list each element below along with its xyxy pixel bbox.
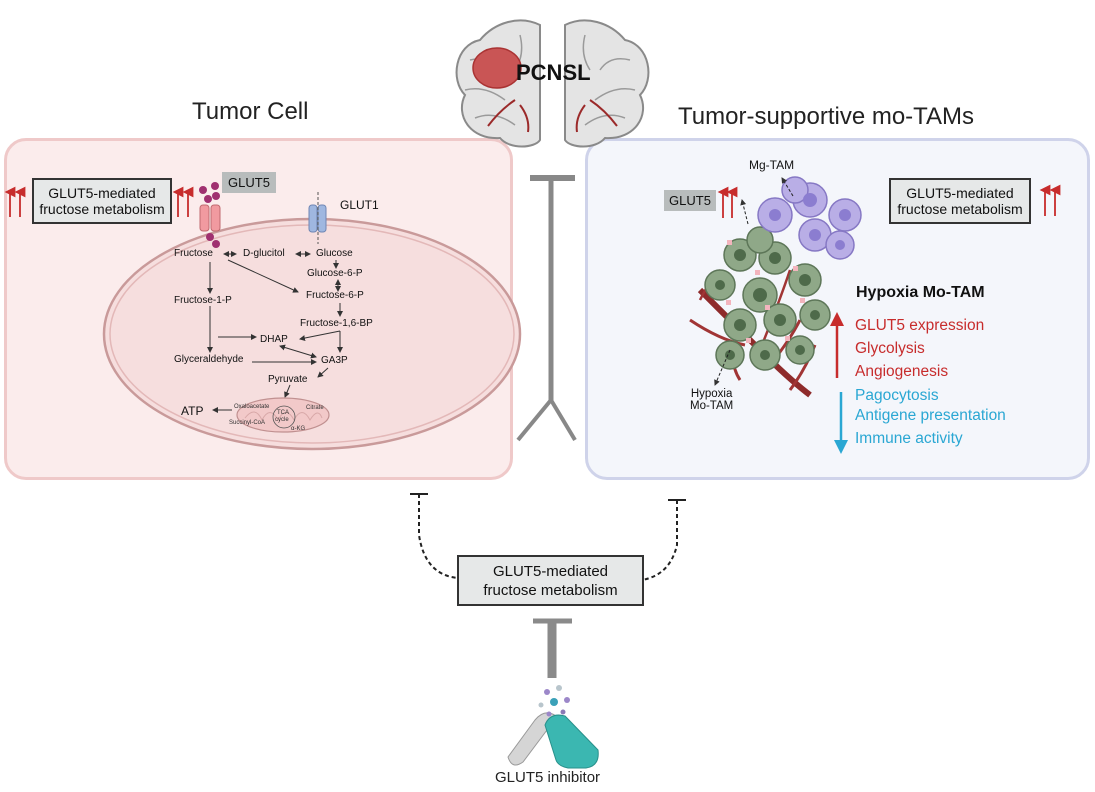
downregulated-effect-1: Pagocytosis: [855, 387, 939, 404]
macrophage-cluster-illustration: [689, 176, 862, 398]
glut1-label: GLUT1: [340, 198, 379, 212]
glut5-inhibitor-label: GLUT5 inhibitor: [495, 769, 601, 786]
pcnsl-label: PCNSL: [516, 60, 591, 85]
metabolite-atp: ATP: [181, 404, 204, 418]
glut1-transporter-icon: [308, 192, 327, 244]
metabolite-glucose: Glucose: [316, 248, 353, 259]
bottom-inhibition-connectors: [410, 493, 686, 581]
metabolite-fructose-1-p: Fructose-1-P: [174, 295, 232, 306]
metabolite-citrate: Citrate: [306, 405, 324, 411]
hypoxia-callout-line2: Mo-TAM: [690, 400, 734, 412]
mitochondrion-icon: [236, 397, 330, 433]
pill-capsule-icon: [507, 685, 599, 769]
metabolite-oxaloacetate: Oxaloacetate: [234, 404, 270, 410]
up-arrows-left-2: [172, 186, 194, 217]
tumor-box-line2: fructose metabolism: [39, 201, 165, 217]
motam-box-line2: fructose metabolism: [897, 201, 1023, 217]
metabolite-d-glucitol: D-glucitol: [243, 248, 285, 259]
tumor-cell-heading: Tumor Cell: [192, 98, 309, 125]
downregulated-effect-3: Immune activity: [855, 430, 963, 447]
metabolite-dhap: DHAP: [260, 334, 288, 345]
metabolite-succinyl-coa: Succinyl-CoA: [229, 420, 266, 426]
metabolite-a-kg: α-KG: [291, 426, 306, 432]
mg-tam-label: Mg-TAM: [749, 158, 795, 172]
tumor-box-line1: GLUT5-mediated: [48, 185, 156, 201]
metabolite-fructose-1-6-bp: Fructose-1,6-BP: [300, 318, 373, 329]
upregulated-effect-3: Angiogenesis: [855, 363, 949, 380]
glut5-tag: GLUT5: [222, 172, 276, 193]
metabolite-glyceraldehyde: Glyceraldehyde: [174, 354, 244, 365]
metabolite-ga3p: GA3P: [321, 355, 348, 366]
metabolite-pyruvate: Pyruvate: [268, 374, 308, 385]
downregulated-arrow: [834, 392, 848, 454]
downregulated-effect-2: Antigene presentation: [855, 407, 1006, 424]
up-arrows-right-glut5: [717, 186, 738, 218]
hypoxia-mo-tam-callout: Hypoxia Mo-TAM: [690, 388, 733, 412]
hypoxia-callout-line1: Hypoxia: [690, 388, 733, 400]
tumor-glut5-metabolism-box: GLUT5-mediated fructose metabolism: [32, 178, 172, 224]
up-arrows-right-box: [1039, 184, 1061, 216]
brain-icon: [455, 19, 650, 148]
upregulated-effect-2: Glycolysis: [855, 340, 925, 357]
upregulated-effect-1: GLUT5 expression: [855, 317, 985, 334]
glut5-transporter-icon: [199, 182, 221, 248]
mo-tams-heading: Tumor-supportive mo-TAMs: [678, 103, 975, 130]
up-arrows-left-1: [4, 186, 26, 217]
motam-glut5-tag: GLUT5: [664, 190, 716, 211]
metabolite-glucose-6-p: Glucose-6-P: [307, 268, 363, 279]
hypoxia-mo-tam-title: Hypoxia Mo-TAM: [856, 284, 985, 301]
upregulated-arrow: [830, 312, 844, 378]
inhibition-symbol-center: [516, 175, 577, 442]
tca-label: TCA: [277, 410, 289, 416]
inhibitor-symbol-bottom: [533, 618, 572, 678]
bottom-box-line1: GLUT5-mediated: [492, 562, 609, 580]
bottom-box-line2: fructose metabolism: [483, 581, 618, 599]
motam-glut5-metabolism-box: GLUT5-mediated fructose metabolism: [889, 178, 1031, 224]
bottom-glut5-metabolism-box: GLUT5-mediated fructose metabolism: [457, 555, 644, 606]
metabolite-fructose: Fructose: [174, 248, 213, 259]
motam-box-line1: GLUT5-mediated: [906, 185, 1014, 201]
cycle-label: cycle: [275, 417, 289, 423]
metabolite-fructose-6-p: Fructose-6-P: [306, 290, 364, 301]
